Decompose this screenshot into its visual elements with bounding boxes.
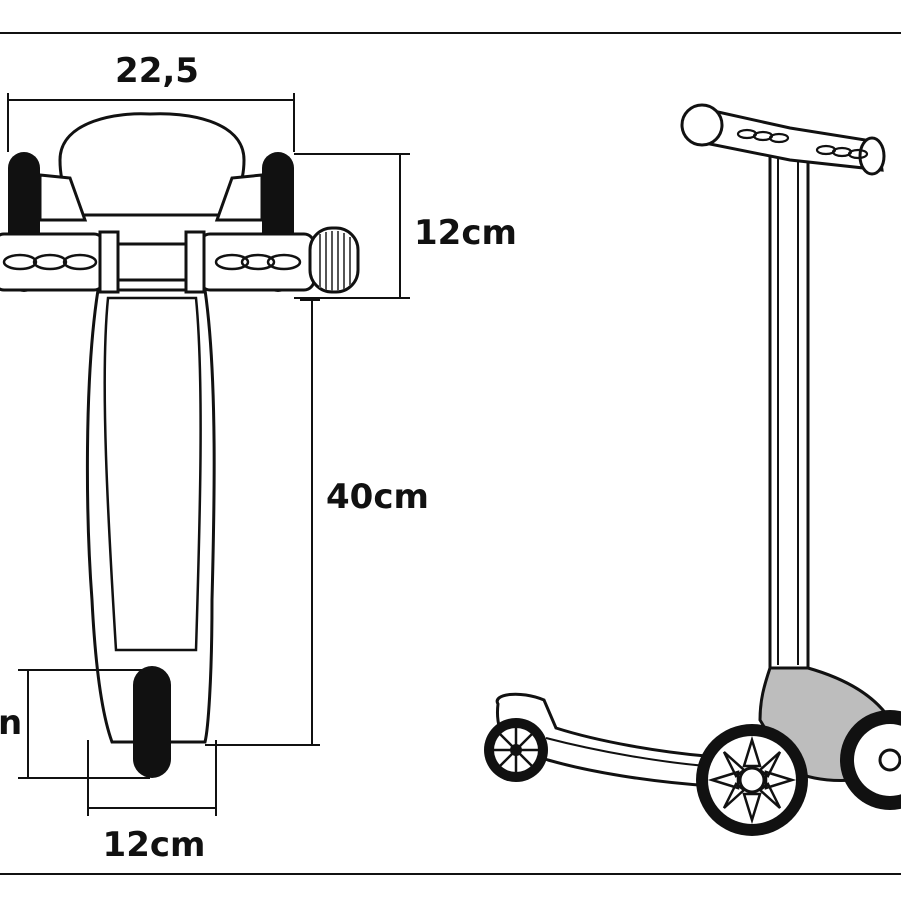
- side-view-handlebar: [680, 103, 886, 176]
- top-view-left-grip-pattern: [2, 253, 98, 271]
- top-view-base-housing: [58, 112, 246, 217]
- side-view-near-front-wheel: [696, 724, 808, 836]
- dim-label-wheel-height: n: [0, 703, 22, 743]
- top-view-front-wheel: [133, 666, 171, 778]
- side-view-rear-wheel: [484, 718, 548, 782]
- dim-label-deck-length: 40cm: [326, 477, 429, 517]
- top-view-scooter: [0, 112, 360, 778]
- top-view-left-grip-clamp: [98, 230, 120, 294]
- side-view-far-front-wheel: [840, 710, 901, 810]
- top-view-handlebar-stem: [116, 242, 190, 282]
- top-view-deck-grip-panel: [103, 296, 202, 652]
- dimension-lines: [7, 93, 410, 816]
- dim-label-deck-width: 12cm: [103, 825, 206, 865]
- side-view-stem: [768, 136, 810, 670]
- top-view-left-grip: [0, 232, 106, 292]
- top-view-right-grip-clamp: [184, 230, 206, 294]
- dim-label-handle-height: 12cm: [414, 213, 517, 253]
- top-view-right-grip-pattern: [214, 253, 302, 271]
- top-view-base-arm-right: [214, 173, 264, 222]
- side-view-scooter: [484, 103, 901, 836]
- dim-label-handlebar-width: 22,5: [115, 51, 199, 91]
- top-view-base-arm-left: [38, 173, 88, 222]
- top-view-right-grip-end-cap: [308, 226, 360, 294]
